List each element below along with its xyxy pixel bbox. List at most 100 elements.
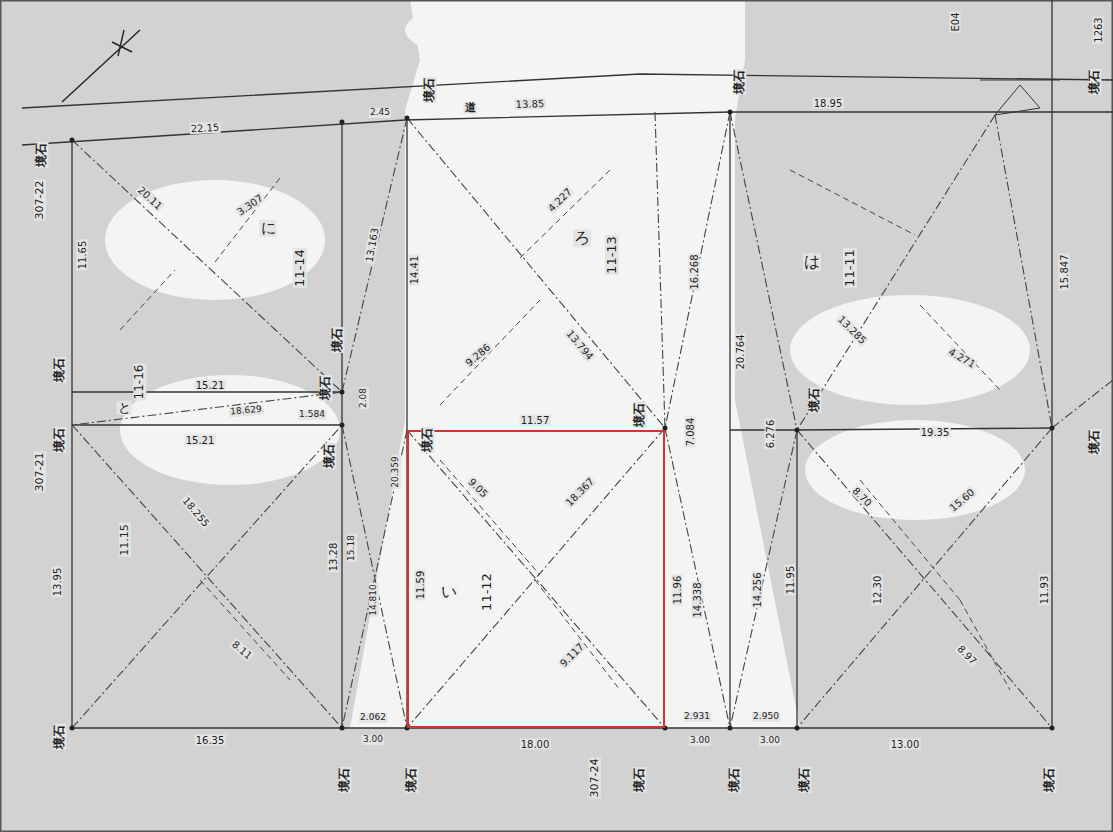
survey-label: 15.847 <box>1059 254 1070 291</box>
survey-label: 2.45 <box>369 108 391 118</box>
monument-label: 境石 <box>1043 767 1056 793</box>
survey-label: 13.163 <box>363 226 380 264</box>
survey-label: 12.30 <box>872 575 883 606</box>
survey-label: 13.285 <box>835 313 869 347</box>
monument-label: 境石 <box>808 387 821 413</box>
survey-label: 11.59 <box>415 570 426 601</box>
survey-label: 14.256 <box>752 572 763 609</box>
parcel-number: 11-12 <box>480 571 494 613</box>
monument-label: 境石 <box>323 443 336 469</box>
monument-label: 境石 <box>421 427 434 453</box>
survey-label: 1.584 <box>298 410 326 420</box>
survey-label: 8.11 <box>229 638 255 662</box>
survey-label: 15.18 <box>347 534 357 562</box>
survey-label: E04 <box>950 11 961 32</box>
survey-label: 9.05 <box>466 476 491 501</box>
survey-label: 13.794 <box>564 327 596 362</box>
monument-label: 境石 <box>1088 429 1101 455</box>
survey-label: 11.65 <box>77 240 88 271</box>
survey-label: 3.00 <box>689 736 711 746</box>
survey-label: 4.271 <box>946 346 978 371</box>
survey-label: 20.359 <box>391 455 401 489</box>
monument-label: 境石 <box>53 724 66 750</box>
survey-label: 22.15 <box>189 122 220 135</box>
survey-label: 11.57 <box>520 415 551 426</box>
monument-label: 境石 <box>53 357 66 383</box>
survey-label: 11-11 <box>843 248 857 288</box>
survey-label: 2.931 <box>683 712 711 722</box>
survey-label: 1263 <box>1093 16 1104 43</box>
survey-label: 2.950 <box>752 712 780 722</box>
white-area <box>350 0 800 728</box>
survey-label: 18.367 <box>563 475 597 509</box>
survey-label: 18.00 <box>520 739 551 750</box>
monument-label: 境石 <box>633 767 646 793</box>
survey-label: と <box>117 401 132 415</box>
survey-label: 14.41 <box>409 255 420 286</box>
survey-label: 14.810 <box>369 583 379 617</box>
survey-label: 18.629 <box>229 405 263 418</box>
triangulation-lines <box>72 112 1113 728</box>
survey-label: 3.307 <box>234 192 265 219</box>
monument-points <box>70 110 1055 731</box>
survey-label: 13.95 <box>52 567 63 598</box>
survey-label: 16.35 <box>195 735 226 746</box>
monument-label: 境石 <box>405 767 418 793</box>
survey-label: 2.062 <box>359 713 387 723</box>
survey-label: 9.117 <box>557 640 586 669</box>
parcel-box: い 11-12 <box>407 430 665 728</box>
monument-label: 境石 <box>338 767 351 793</box>
survey-label: 18.95 <box>813 98 844 109</box>
survey-label: 2.08 <box>359 387 369 409</box>
monument-label: 境石 <box>1088 69 1101 95</box>
survey-label: 4.227 <box>545 185 574 214</box>
survey-label: 11.93 <box>1039 575 1050 606</box>
survey-label: 14.338 <box>692 582 703 619</box>
survey-label: 15.21 <box>185 435 216 446</box>
survey-label: 18.255 <box>180 494 212 529</box>
survey-label: 307-24 <box>589 758 601 799</box>
survey-label: 11.96 <box>672 575 683 606</box>
survey-label: 20.11 <box>135 184 165 213</box>
monument-label: 境石 <box>798 767 811 793</box>
survey-label: 8.97 <box>955 643 980 668</box>
monument-label: 境石 <box>331 327 344 353</box>
survey-label: 3.00 <box>759 736 781 746</box>
monument-label: 境石 <box>728 767 741 793</box>
boundary-lines <box>22 0 1113 728</box>
survey-label: 13.28 <box>328 542 339 573</box>
corner-marks <box>980 80 1060 115</box>
survey-label: 11-14 <box>293 248 307 288</box>
survey-label: に <box>260 220 277 237</box>
survey-label: 15.60 <box>947 486 978 514</box>
monument-label: 境石 <box>319 375 332 401</box>
survey-label: 8.70 <box>850 485 875 510</box>
survey-label: 307-22 <box>34 180 46 221</box>
monument-label: 境石 <box>35 142 48 168</box>
north-arrow <box>62 30 140 102</box>
survey-label: は <box>803 253 821 271</box>
monument-label: 境石 <box>633 402 646 428</box>
survey-label: 307-21 <box>34 452 46 493</box>
survey-label: 11.95 <box>785 565 796 596</box>
survey-label: 16.268 <box>689 254 700 291</box>
survey-label: 20.764 <box>735 334 746 371</box>
monument-label: 境石 <box>423 77 436 103</box>
survey-label: 19.35 <box>920 427 951 438</box>
survey-label: 3.00 <box>362 735 384 745</box>
survey-label: 11-16 <box>133 364 146 401</box>
monument-label: 道 <box>464 102 477 114</box>
survey-label: 7.084 <box>685 417 696 448</box>
survey-label: ろ <box>573 229 591 247</box>
survey-label: 13.85 <box>514 98 545 110</box>
survey-label: 13.00 <box>890 739 921 750</box>
parcel-letter: い <box>439 583 459 601</box>
survey-label: 11-13 <box>605 235 619 275</box>
monument-label: 境石 <box>733 69 746 95</box>
monument-label: 境石 <box>53 427 66 453</box>
survey-label: 6.276 <box>765 419 776 450</box>
survey-label: 9.286 <box>463 341 494 369</box>
